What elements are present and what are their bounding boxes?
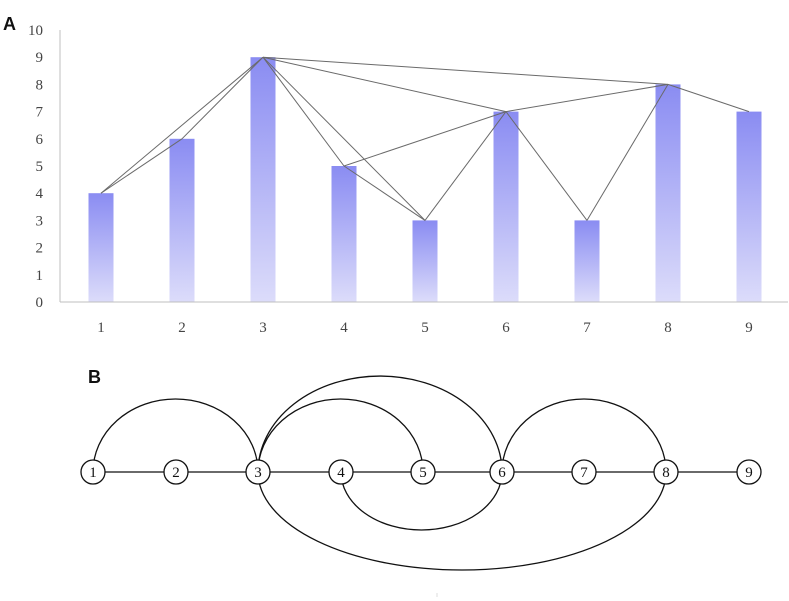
y-tick-label: 1 xyxy=(36,268,44,284)
bar xyxy=(412,220,438,302)
y-tick-label: 8 xyxy=(36,77,44,93)
visibility-edge xyxy=(100,56,264,194)
visibility-edge xyxy=(667,83,750,113)
node-circle xyxy=(571,459,597,485)
bar xyxy=(169,138,195,302)
visibility-edge xyxy=(262,56,345,167)
graph-node: 4 xyxy=(328,459,354,485)
graph-node: 8 xyxy=(653,459,679,485)
y-tick-label: 9 xyxy=(36,50,44,66)
x-tick-label: 5 xyxy=(421,320,429,336)
bar xyxy=(736,111,762,302)
y-tick-label: 0 xyxy=(36,295,44,311)
graph-nodes: 1 2 3 4 5 6 7 8 9 xyxy=(80,459,762,485)
visibility-edges xyxy=(100,56,750,221)
bar xyxy=(88,193,114,302)
graph-arc-edge xyxy=(340,471,503,531)
bar xyxy=(493,111,519,302)
graph-node: 7 xyxy=(571,459,597,485)
visibility-edge xyxy=(505,111,588,221)
graph-arc-edge xyxy=(257,398,424,473)
y-tick-label: 10 xyxy=(28,23,43,39)
node-circle xyxy=(410,459,436,485)
y-tick-label: 5 xyxy=(36,159,44,175)
y-tick-labels: 0 1 2 3 4 5 6 7 8 9 10 xyxy=(28,23,44,311)
panel-a-letter: A xyxy=(3,14,16,34)
graph-node: 1 xyxy=(80,459,106,485)
visibility-edge xyxy=(262,56,507,113)
bar xyxy=(574,220,600,302)
x-tick-label: 1 xyxy=(97,320,105,336)
node-label: 2 xyxy=(172,465,180,481)
visibility-edge xyxy=(262,56,669,85)
visibility-edge xyxy=(505,83,669,113)
node-circle xyxy=(653,459,679,485)
x-tick-label: 7 xyxy=(583,320,591,336)
node-label: 7 xyxy=(580,465,588,481)
graph-node: 6 xyxy=(489,459,515,485)
visibility-edge xyxy=(586,84,669,221)
node-label: 9 xyxy=(745,465,753,481)
visibility-edge xyxy=(181,56,264,140)
y-tick-label: 7 xyxy=(36,105,44,121)
visibility-edge xyxy=(343,165,426,221)
visibility-edge xyxy=(100,138,183,194)
graph-node: 5 xyxy=(410,459,436,485)
graph-node: 2 xyxy=(163,459,189,485)
y-tick-label: 4 xyxy=(36,186,44,202)
node-label: 5 xyxy=(419,465,427,481)
graph-node: 3 xyxy=(245,459,271,485)
y-tick-label: 2 xyxy=(36,241,44,257)
node-circle xyxy=(80,459,106,485)
y-tick-label: 3 xyxy=(36,213,44,229)
visibility-edge xyxy=(343,111,507,167)
node-circle xyxy=(489,459,515,485)
x-tick-labels: 1 2 3 4 5 6 7 8 9 xyxy=(97,320,753,336)
graph-arc-edge xyxy=(92,398,259,473)
node-circle xyxy=(328,459,354,485)
bar xyxy=(655,84,681,303)
node-label: 3 xyxy=(254,465,262,481)
graph-arc-edge xyxy=(257,375,503,473)
x-tick-label: 8 xyxy=(664,320,672,336)
bar xyxy=(331,166,357,302)
x-tick-label: 6 xyxy=(502,320,510,336)
visibility-edge xyxy=(424,111,507,221)
y-tick-label: 6 xyxy=(36,132,44,148)
node-label: 1 xyxy=(89,465,97,481)
node-circle xyxy=(736,459,762,485)
graph-arc-edge xyxy=(257,471,667,571)
visibility-edge xyxy=(262,56,426,221)
panel-b-letter: B xyxy=(88,367,101,387)
node-label: 6 xyxy=(498,465,506,481)
x-tick-label: 4 xyxy=(340,320,348,336)
graph-node: 9 xyxy=(736,459,762,485)
graph-edges xyxy=(92,375,749,571)
bar-series xyxy=(88,57,762,303)
node-circle xyxy=(245,459,271,485)
node-label: 4 xyxy=(337,465,345,481)
node-label: 8 xyxy=(662,465,670,481)
panel-b: B 1 2 3 4 5 6 7 8 9 xyxy=(80,367,762,571)
x-tick-label: 9 xyxy=(745,320,753,336)
bar xyxy=(250,57,276,303)
panel-a: A 0 1 2 3 4 5 6 7 8 9 10 1 2 3 4 5 6 7 8 9 xyxy=(3,14,788,336)
x-tick-label: 2 xyxy=(178,320,186,336)
x-tick-label: 3 xyxy=(259,320,267,336)
graph-arc-edge xyxy=(501,398,667,473)
node-circle xyxy=(163,459,189,485)
